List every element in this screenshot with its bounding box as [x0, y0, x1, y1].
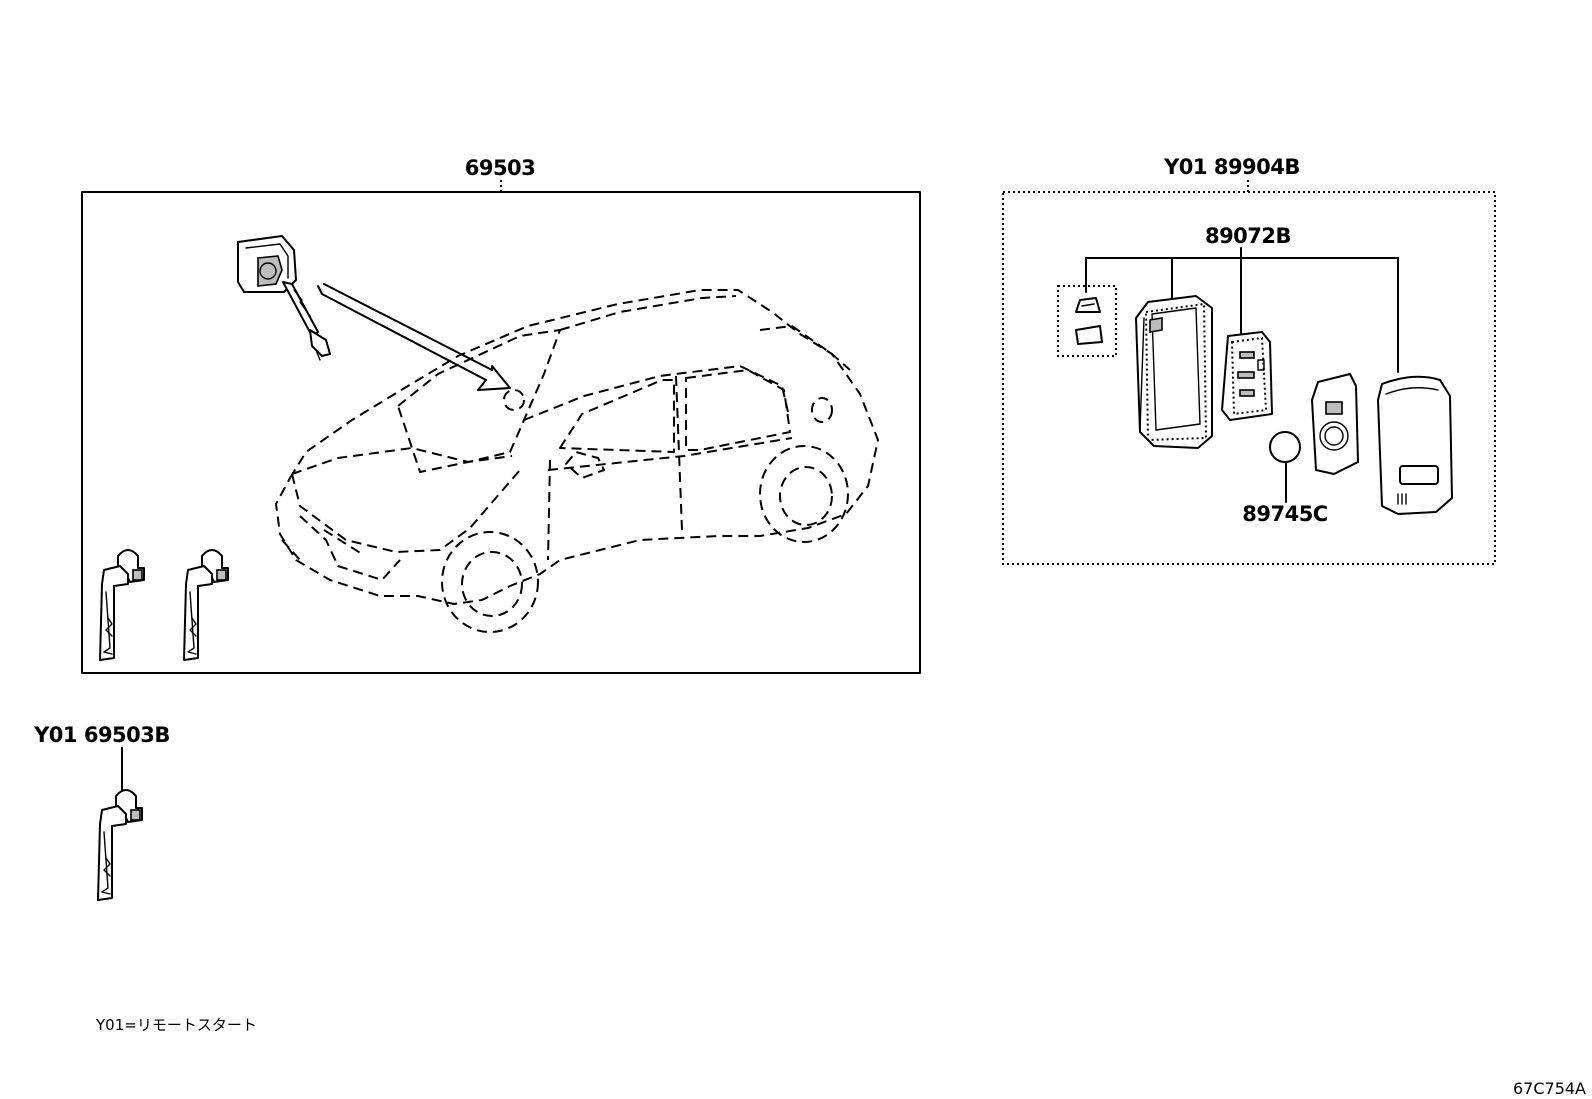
- pointer-arrow-icon: [317, 283, 511, 391]
- lock-cylinder-icon: [237, 235, 331, 361]
- label-89072b: 89072B: [1205, 224, 1291, 248]
- label-89745c: 89745C: [1242, 502, 1328, 526]
- key-icon: [183, 549, 229, 661]
- key-icon: [99, 549, 145, 661]
- label-69503: 69503: [465, 156, 536, 180]
- car-outline-icon: [275, 289, 879, 633]
- label-89904b: Y01 89904B: [1163, 155, 1300, 179]
- label-69503b: Y01 69503B: [33, 723, 170, 747]
- part-69503b: Y01 69503B: [33, 723, 170, 901]
- group-89904b: Y01 89904B 89072B: [1002, 155, 1496, 565]
- circuit-board-icon: [1221, 331, 1273, 421]
- diagram-code: 67C754A: [1513, 1079, 1586, 1098]
- smart-key-case-icon: [1377, 375, 1453, 515]
- key-icon: [97, 789, 143, 901]
- coin-battery-icon: [1269, 431, 1301, 503]
- group-69503: 69503: [81, 156, 921, 674]
- key-frame-icon: [1135, 295, 1213, 449]
- button-pads-icon: [1057, 285, 1117, 357]
- footnote: Y01=リモートスタート: [95, 1016, 257, 1034]
- battery-tray-icon: [1311, 373, 1359, 475]
- group-box-69503: [81, 191, 921, 674]
